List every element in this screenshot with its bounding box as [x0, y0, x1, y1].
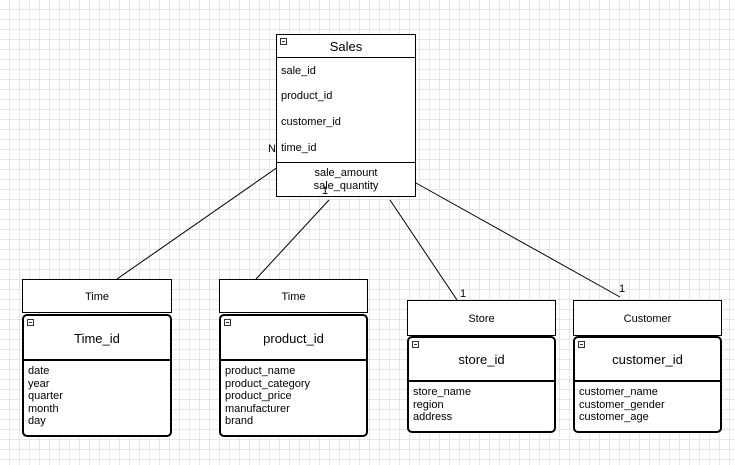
attribute-date: date	[28, 365, 50, 377]
sales-key-time-id: time_id	[281, 142, 317, 154]
customer-divider	[575, 380, 720, 382]
customer-header-box[interactable]: Customer	[573, 300, 722, 336]
customer-dimension-table[interactable]: customer_id customer_name customer_gende…	[573, 336, 722, 433]
sales-measures-divider	[277, 162, 415, 163]
collapse-icon[interactable]	[412, 341, 419, 348]
store-dimension-table[interactable]: store_id store_name region address	[407, 336, 556, 433]
product-dimension-table[interactable]: product_id product_name product_category…	[219, 314, 368, 437]
sales-key-sale-id: sale_id	[281, 65, 316, 77]
sales-header-divider	[277, 57, 415, 58]
customer-key: customer_id	[612, 352, 683, 367]
collapse-icon[interactable]	[280, 38, 287, 45]
attribute-quarter: quarter	[28, 390, 63, 402]
time-attributes: date year quarter month day	[28, 365, 63, 428]
product-key: product_id	[263, 331, 324, 346]
attribute-store-name: store_name	[413, 386, 472, 398]
sales-title: Sales	[329, 39, 363, 54]
product-header-label: Time	[281, 291, 306, 303]
attribute-product-name: product_name	[225, 365, 296, 377]
collapse-icon[interactable]	[578, 341, 585, 348]
attribute-brand: brand	[225, 415, 254, 427]
attribute-customer-name: customer_name	[579, 386, 658, 398]
sales-key-customer-id: customer_id	[281, 116, 341, 128]
attribute-customer-age: customer_age	[579, 411, 649, 423]
attribute-product-category: product_category	[225, 377, 310, 390]
store-header-box[interactable]: Store	[407, 300, 556, 336]
sales-table[interactable]: Sales sale_id product_id customer_id tim…	[276, 34, 416, 197]
edge-customer-sales	[415, 182, 621, 298]
store-attributes: store_name region address	[413, 386, 471, 424]
attribute-day: day	[28, 415, 46, 427]
attribute-manufacturer: manufacturer	[225, 402, 290, 415]
attribute-customer-gender: customer_gender	[579, 398, 665, 411]
attribute-region: region	[413, 398, 444, 411]
sales-measure-amount: sale_amount	[314, 167, 378, 179]
customer-attributes: customer_name customer_gender customer_a…	[579, 386, 665, 424]
cardinality-store: 1	[460, 288, 467, 300]
time-dimension-table[interactable]: Time_id date year quarter month day	[22, 314, 172, 437]
attribute-year: year	[28, 377, 50, 390]
cardinality-time-sales: N	[268, 143, 276, 155]
sales-measure-quantity: sale_quantity	[313, 180, 379, 192]
collapse-icon[interactable]	[27, 319, 34, 326]
sales-key-product-id: product_id	[281, 90, 333, 102]
product-attributes: product_name product_category product_pr…	[225, 365, 310, 428]
attribute-product-price: product_price	[225, 390, 292, 402]
store-header-label: Store	[468, 313, 495, 325]
edge-time-sales	[116, 159, 289, 280]
customer-header-label: Customer	[623, 313, 672, 325]
cardinality-product-sales: 1	[322, 185, 329, 197]
cardinality-customer: 1	[619, 283, 626, 295]
time-key: Time_id	[74, 331, 120, 346]
product-divider	[221, 359, 366, 361]
store-key: store_id	[458, 352, 505, 367]
product-header-box[interactable]: Time	[219, 279, 368, 313]
time-header-box[interactable]: Time	[22, 279, 172, 313]
attribute-address: address	[413, 411, 453, 423]
time-divider	[24, 359, 170, 361]
collapse-icon[interactable]	[224, 319, 231, 326]
attribute-month: month	[28, 402, 59, 415]
edge-store-sales	[389, 199, 458, 301]
edge-product-sales	[255, 199, 330, 280]
store-divider	[409, 380, 554, 382]
time-header-label: Time	[84, 291, 110, 303]
